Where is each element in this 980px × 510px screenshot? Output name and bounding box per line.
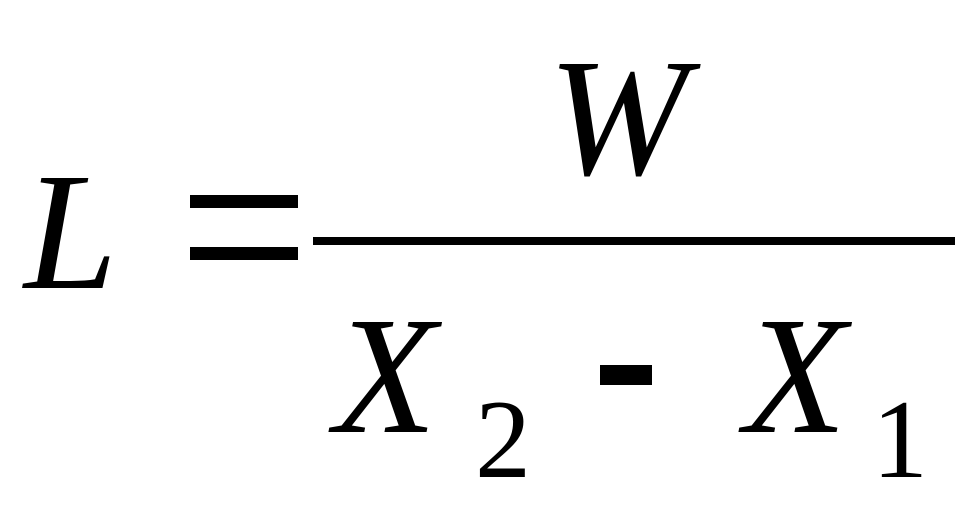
equals-bar-bottom (190, 247, 298, 260)
numerator-variable-w: W (548, 25, 688, 211)
equals-bar-top (190, 195, 298, 208)
subscript-2: 2 (475, 378, 531, 502)
equals-sign (190, 195, 298, 267)
denominator-variable-x1: X (744, 283, 847, 469)
denominator-variable-x2: X (334, 283, 437, 469)
subscript-1: 1 (872, 378, 928, 502)
variable-l: L (24, 139, 118, 325)
minus-sign (600, 365, 652, 385)
fraction-bar (313, 237, 955, 245)
